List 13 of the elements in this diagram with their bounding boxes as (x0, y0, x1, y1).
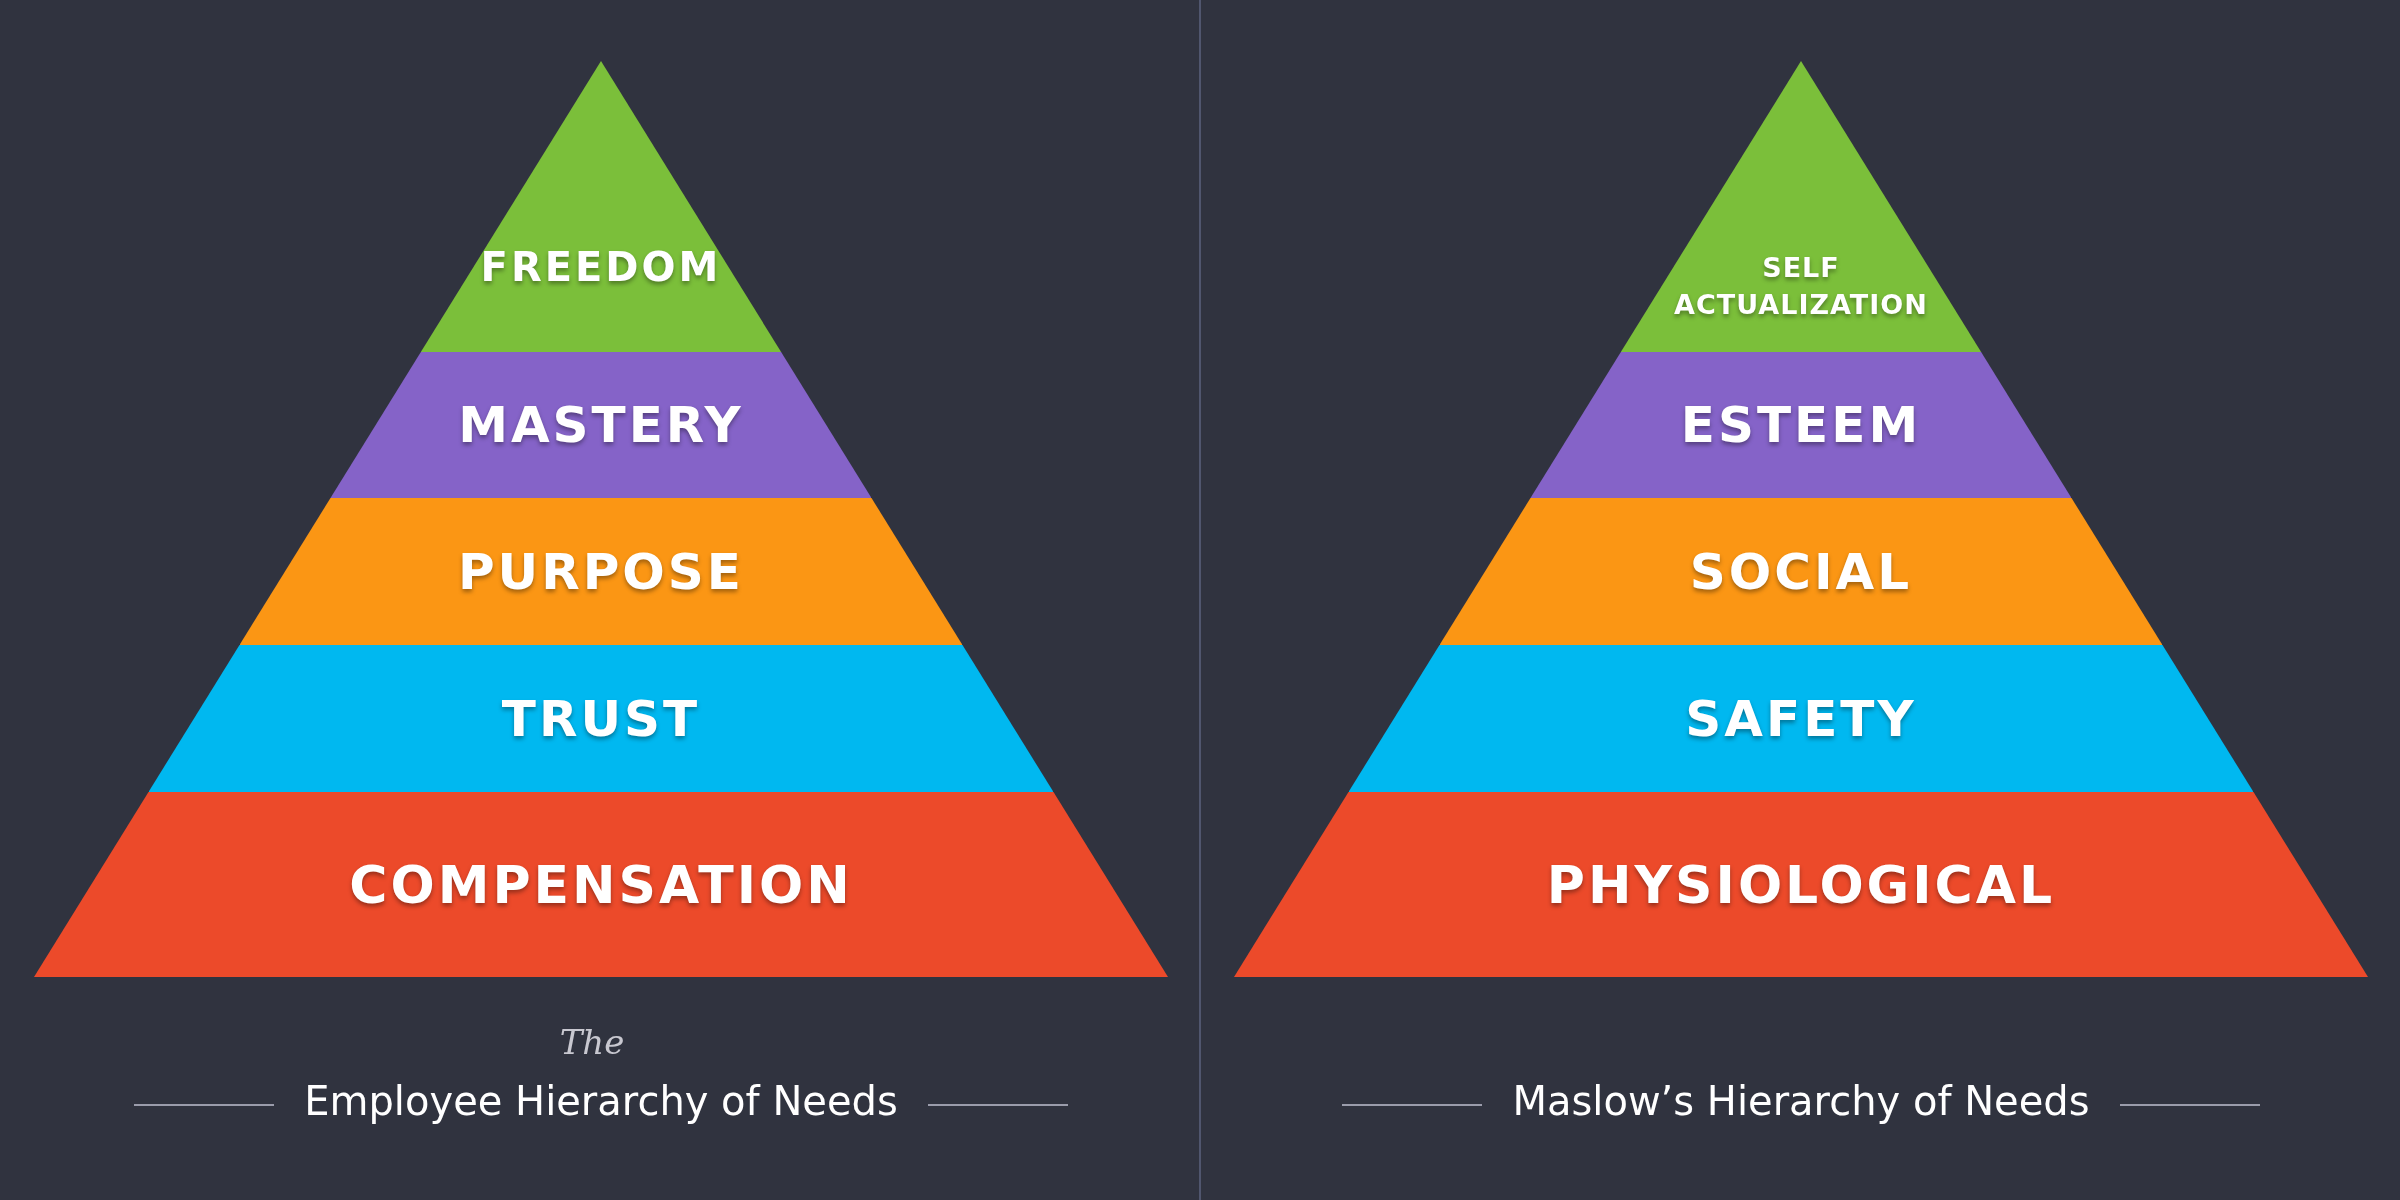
pyramid-band: FREEDOM (420, 61, 782, 352)
pyramid-band: SOCIAL (1439, 498, 2163, 645)
pyramid-band: TRUST (148, 645, 1054, 792)
pyramid-band: SAFETY (1348, 645, 2254, 792)
pyramid-band: PHYSIOLOGICAL (1234, 792, 2368, 977)
pyramid-band: ESTEEM (1530, 352, 2072, 498)
pyramid-band: PURPOSE (239, 498, 963, 645)
caption: Maslow’s Hierarchy of Needs (1512, 1078, 2090, 1124)
caption: Employee Hierarchy of Needs (304, 1078, 898, 1124)
pyramid-band: SELF ACTUALIZATION (1620, 61, 1982, 352)
pyramid-band: COMPENSATION (34, 792, 1168, 977)
pyramid-band: MASTERY (330, 352, 872, 498)
caption-prefix: The (559, 1022, 625, 1062)
